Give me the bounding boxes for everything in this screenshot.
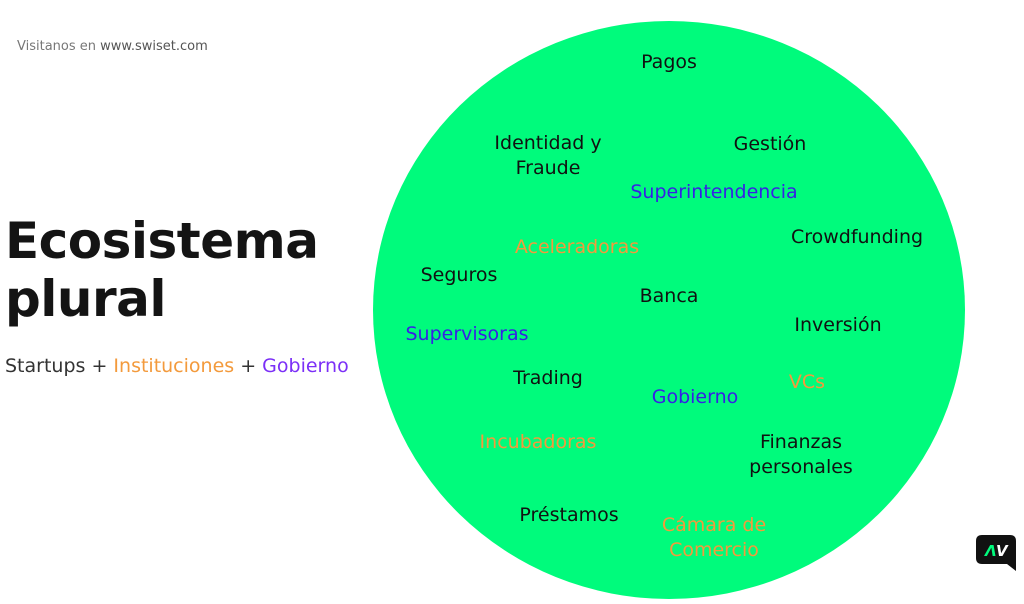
- plus: +: [234, 355, 263, 377]
- av-logo: Λ V: [976, 535, 1016, 571]
- svg-text:Λ: Λ: [984, 542, 997, 560]
- ecosystem-label: Identidad y Fraude: [494, 132, 602, 179]
- plus: +: [85, 355, 114, 377]
- ecosystem-label: Incubadoras: [479, 431, 597, 453]
- ecosystem-label: Supervisoras: [405, 323, 529, 345]
- title-line-1: Ecosistema: [5, 212, 319, 270]
- subtitle-government: Gobierno: [262, 355, 349, 377]
- visit-prefix: Visitanos en: [17, 39, 97, 54]
- ecosystem-label: VCs: [788, 371, 826, 393]
- website-note: Visitanos en www.swiset.com: [17, 39, 208, 54]
- ecosystem-label: Pagos: [641, 51, 697, 73]
- ecosystem-label: Préstamos: [519, 504, 619, 526]
- ecosystem-label: Aceleradoras: [514, 236, 640, 258]
- website-link[interactable]: www.swiset.com: [100, 39, 208, 54]
- ecosystem-label: Finanzas personales: [749, 431, 853, 478]
- title-line-2: plural: [5, 270, 167, 328]
- page-title: Ecosistema plural: [5, 212, 319, 328]
- ecosystem-label: Crowdfunding: [790, 226, 924, 248]
- ecosystem-label: Superintendencia: [630, 181, 798, 203]
- ecosystem-label: Gestión: [733, 133, 807, 155]
- ecosystem-label: Seguros: [420, 264, 498, 286]
- ecosystem-label: Inversión: [794, 314, 882, 336]
- ecosystem-label: Cámara de Comercio: [661, 514, 767, 561]
- subtitle: Startups + Instituciones + Gobierno: [5, 355, 349, 377]
- ecosystem-circle: [373, 21, 965, 599]
- subtitle-institutions: Instituciones: [113, 355, 235, 377]
- ecosystem-label: Banca: [639, 285, 699, 307]
- subtitle-startups: Startups: [5, 355, 86, 377]
- ecosystem-label: Gobierno: [651, 386, 739, 408]
- ecosystem-label: Trading: [513, 367, 583, 389]
- svg-text:V: V: [996, 542, 1009, 560]
